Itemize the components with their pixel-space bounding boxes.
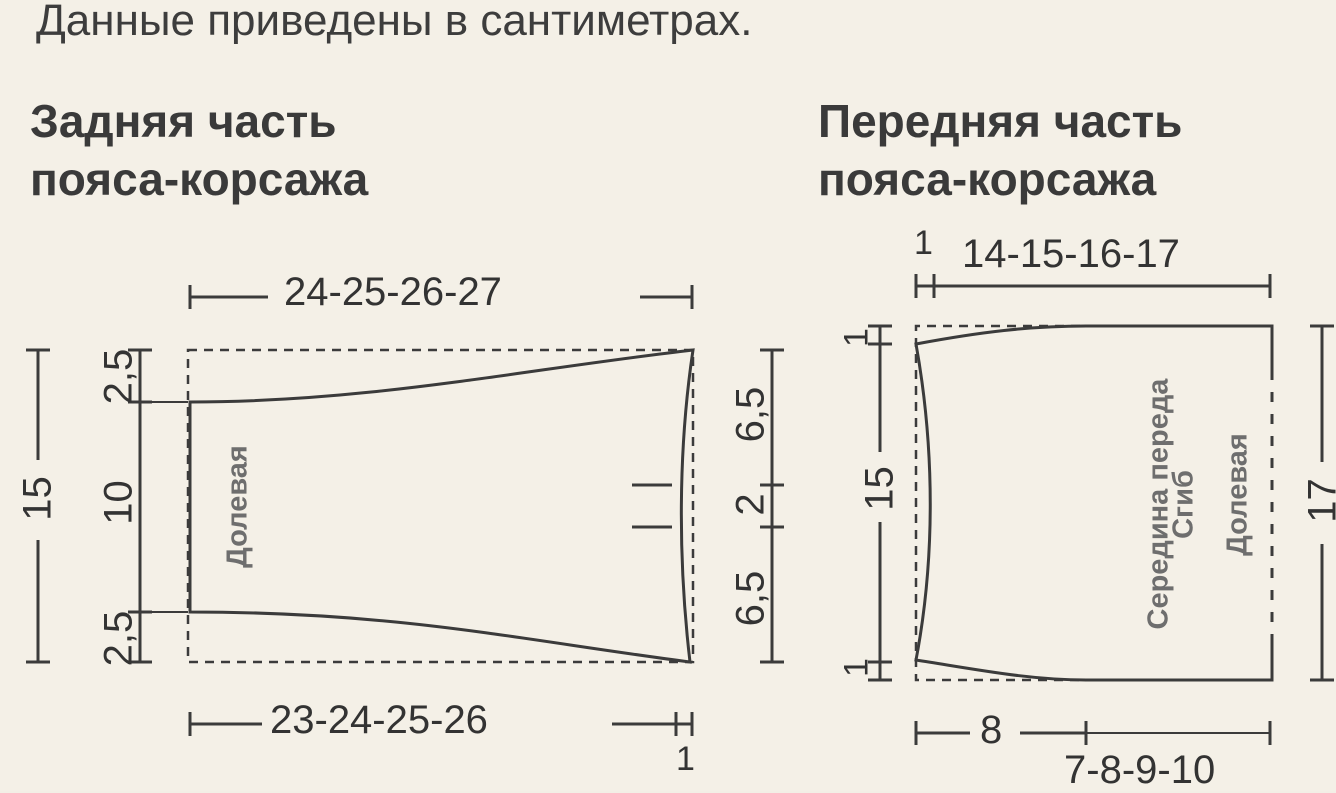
front-top-offset: 1 xyxy=(914,224,933,263)
front-bounding-dashed xyxy=(916,326,1272,680)
front-left-top: 1 xyxy=(838,321,877,355)
back-grain-label: Долевая xyxy=(222,437,255,577)
front-left-bottom: 1 xyxy=(838,651,877,685)
front-left-total: 15 xyxy=(858,459,903,519)
front-bottom-width2: 7-8-9-10 xyxy=(1064,748,1215,793)
front-grain-label: Долевая xyxy=(1222,425,1255,565)
front-outline xyxy=(916,326,1272,680)
back-bottom-offset: 1 xyxy=(676,740,695,779)
back-right-bottom: 6,5 xyxy=(729,566,774,632)
back-outline xyxy=(190,350,693,662)
back-left-bottom: 2,5 xyxy=(97,606,142,672)
back-bottom-width: 23-24-25-26 xyxy=(270,698,488,743)
front-bottom-width1: 8 xyxy=(980,708,1002,753)
front-top-width: 14-15-16-17 xyxy=(962,232,1180,277)
back-right-mid: 2 xyxy=(729,472,774,538)
front-right-total: 17 xyxy=(1301,474,1336,528)
back-right-top: 6,5 xyxy=(729,382,774,448)
front-fold-label: Сгиб xyxy=(1168,465,1201,545)
back-bounding-rect xyxy=(188,350,693,662)
back-top-width: 24-25-26-27 xyxy=(284,270,502,315)
back-left-top: 2,5 xyxy=(97,344,142,410)
back-left-mid: 10 xyxy=(97,470,142,536)
back-left-total: 15 xyxy=(16,475,61,523)
